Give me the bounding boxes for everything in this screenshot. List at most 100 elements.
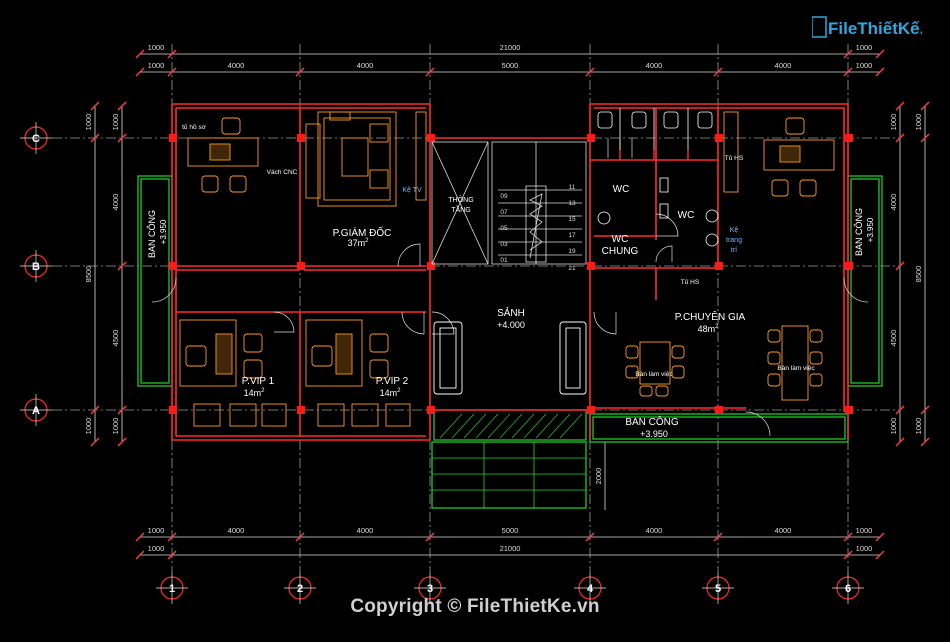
- stair-number: 01: [500, 257, 508, 264]
- axis-label-col-1: 1: [169, 583, 175, 595]
- logo-text: FileThiếtKế.vn: [828, 19, 922, 38]
- dim-top-inner: 4000: [775, 61, 792, 70]
- dim-left-inner: 4000: [111, 194, 120, 211]
- room-vip1-name: P.VIP 1: [242, 376, 275, 387]
- columns: [169, 134, 853, 414]
- label-tu-hs-1: Tủ HS: [725, 154, 744, 162]
- room-wc-chung-1: WC: [612, 234, 629, 245]
- label-ke-tv: Kệ TV: [402, 187, 422, 194]
- thong-tang-label-1: THÔNG: [448, 195, 473, 204]
- dim-top-outer-total: 21000: [500, 43, 521, 52]
- furniture-lobby: [433, 321, 587, 395]
- furniture-chuyen-gia: [625, 325, 823, 401]
- logo-file-icon: [812, 16, 827, 38]
- axis-label-col-5: 5: [715, 583, 721, 595]
- axis-label-row-c: C: [32, 133, 40, 145]
- wc-fixtures: [597, 108, 719, 247]
- room-chuyen-gia-name: P.CHUYÊN GIA: [675, 310, 746, 323]
- copyright-watermark: Copyright © FileThietKe.vn: [350, 596, 600, 617]
- stair-number: 11: [569, 184, 576, 191]
- dim-top-inner: 5000: [502, 61, 519, 70]
- grid-lines: [52, 44, 900, 572]
- label-ban-lam-viec-2: Bàn làm việc: [777, 365, 815, 372]
- dim-bottom-outer-total: 21000: [500, 544, 521, 553]
- axis-label-col-6: 6: [845, 583, 851, 595]
- dim-stair-extension: 2000: [594, 468, 603, 485]
- stair-number: 09: [500, 193, 508, 200]
- label-vach-cnc: Vách CNC: [267, 169, 298, 176]
- label-ke-trang-tri-3: trí: [731, 247, 737, 254]
- room-giam-doc-name: P.GIÁM ĐỐC: [333, 225, 392, 239]
- dim-left-inner: 1000: [111, 418, 120, 435]
- dim-top-inner: 4000: [228, 61, 245, 70]
- dim-top-inner: 4000: [646, 61, 663, 70]
- dim-bottom-inner: 4000: [775, 526, 792, 535]
- stair-number: 19: [568, 248, 576, 255]
- axis-label-col-3: 3: [427, 583, 433, 595]
- furniture-office-top-right: [723, 111, 835, 197]
- dim-right-outer-bottom: 1000: [914, 418, 923, 435]
- ban-cong-left-name: BAN CÔNG: [147, 210, 157, 258]
- dim-bottom-inner: 4000: [228, 526, 245, 535]
- dim-left-outer-bottom: 1000: [84, 418, 93, 435]
- entrance-steps: [432, 442, 586, 508]
- furniture-vip1: [179, 319, 287, 427]
- label-ke-trang-tri-2: trang: [726, 237, 742, 244]
- room-wc2: WC: [678, 210, 695, 221]
- dim-left-outer: 8500: [84, 266, 93, 283]
- ban-cong-right-name: BAN CÔNG: [854, 208, 864, 256]
- room-vip2-name: P.VIP 2: [376, 376, 409, 387]
- axis-label-row-a: A: [32, 405, 40, 417]
- room-wc1: WC: [613, 184, 630, 195]
- dim-right-inner: 4000: [889, 194, 898, 211]
- axis-label-col-4: 4: [587, 583, 594, 595]
- stair-number: 05: [500, 225, 508, 232]
- dim-right-outer-top: 1000: [914, 114, 923, 131]
- dim-bottom-inner: 5000: [502, 526, 519, 535]
- staircase: [491, 141, 587, 265]
- stair-number: 17: [568, 232, 576, 239]
- dim-bottom-outer-right: 1000: [856, 544, 873, 553]
- ban-cong-bottom-name: BAN CÔNG: [625, 415, 679, 428]
- planter-hatch: [439, 413, 583, 439]
- ban-cong-left-level: +3.950: [159, 219, 168, 244]
- thong-tang-void: [431, 141, 489, 265]
- dim-right-inner: 1000: [889, 114, 898, 131]
- dim-right-outer: 8500: [914, 266, 923, 283]
- dim-bottom-outer-left: 1000: [148, 544, 165, 553]
- dim-top-inner: 4000: [357, 61, 374, 70]
- stair-number: 07: [500, 209, 508, 216]
- label-tu-hs-2: Tủ HS: [681, 278, 700, 286]
- dimension-ticks: [90, 49, 930, 560]
- dim-bottom-inner: 1000: [856, 526, 873, 535]
- dim-bottom-inner: 4000: [357, 526, 374, 535]
- dim-top-outer-left: 1000: [148, 43, 165, 52]
- axis-bubble-crosshairs: [20, 122, 864, 604]
- dim-top-outer-right: 1000: [856, 43, 873, 52]
- dim-left-outer-top: 1000: [84, 114, 93, 131]
- room-vip1-area: 14m2: [244, 388, 266, 398]
- wc-partitions: [590, 150, 718, 237]
- dim-top-inner: 1000: [148, 61, 165, 70]
- dim-left-inner: 4500: [111, 330, 120, 347]
- ban-cong-bottom-level: +3.950: [640, 429, 668, 439]
- furniture-giam-doc: [305, 111, 427, 207]
- stair-number: 03: [500, 241, 508, 248]
- dimension-lines: [94, 53, 926, 556]
- furniture-office-top-left: [187, 117, 259, 193]
- room-chuyen-gia-area: 48m2: [698, 324, 720, 334]
- dim-left-inner: 1000: [111, 114, 120, 131]
- stair-number: 21: [568, 265, 576, 272]
- dim-top-inner: 1000: [856, 61, 873, 70]
- thong-tang-label-2: TẦNG: [451, 204, 470, 214]
- label-ban-lam-viec-1: Bàn làm việc: [635, 371, 673, 378]
- dim-bottom-inner: 4000: [646, 526, 663, 535]
- label-tu-ho-so: tủ hồ sơ: [182, 122, 207, 131]
- axis-label-row-b: B: [32, 261, 40, 273]
- walls: [171, 103, 849, 441]
- axis-label-col-2: 2: [297, 583, 303, 595]
- ban-cong-right-level: +3.950: [866, 217, 875, 242]
- filethietke-logo: FileThiếtKế.vn: [812, 16, 922, 38]
- room-vip2-area: 14m2: [380, 388, 402, 398]
